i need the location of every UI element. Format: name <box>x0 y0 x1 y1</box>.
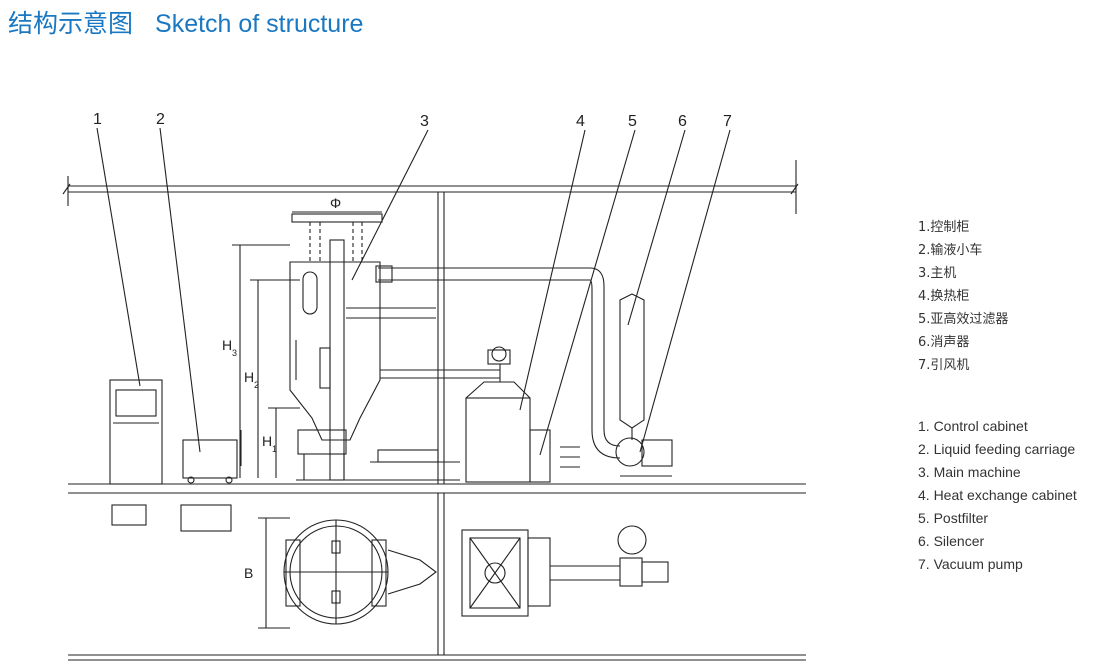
dim-h1-sub: 1 <box>272 444 277 454</box>
callout-1: 1 <box>93 111 102 128</box>
legend-chinese: 1.控制柜 2.输液小车 3.主机 4.换热柜 5.亚高效过滤器 6.消声器 7… <box>918 216 1008 377</box>
legend-en-item: 5. Postfilter <box>918 510 989 526</box>
callout-2: 2 <box>156 111 165 128</box>
legend-english: 1. Control cabinet 2. Liquid feeding car… <box>918 415 1077 576</box>
heat-exchange-cabinet <box>461 346 531 617</box>
dim-h1-label: H <box>262 433 272 449</box>
callout-7: 7 <box>723 113 732 130</box>
dim-h3-label: H <box>222 337 232 353</box>
callout-leaders <box>96 127 731 456</box>
callout-4: 4 <box>576 113 585 130</box>
dim-h2-label: H <box>244 369 254 385</box>
legend-en-item: 4. Heat exchange cabinet <box>918 487 1077 503</box>
callout-3: 3 <box>420 113 429 130</box>
page-title: 结构示意图 Sketch of structure <box>8 4 363 40</box>
legend-cn-item: 7.引风机 <box>918 358 970 373</box>
legend-cn-item: 5.亚高效过滤器 <box>918 312 1009 327</box>
legend-en-item: 2. Liquid feeding carriage <box>918 441 1076 457</box>
vacuum-pump <box>615 437 673 587</box>
dimension-lines <box>232 211 382 629</box>
legend-en-item: 3. Main machine <box>918 464 1021 480</box>
title-cn: 结构示意图 <box>8 9 134 38</box>
ceiling-line <box>62 160 799 214</box>
silencer <box>619 293 645 440</box>
liquid-feeding-carriage <box>180 430 242 532</box>
title-en: Sketch of structure <box>155 10 364 38</box>
dim-h2-sub: 2 <box>254 380 259 390</box>
legend-cn-item: 3.主机 <box>918 266 957 281</box>
dim-b-label: B <box>244 565 253 581</box>
legend-en-item: 7. Vacuum pump <box>918 556 1023 572</box>
dim-h3-sub: 3 <box>232 348 237 358</box>
duct-main-to-postfilter <box>346 265 621 459</box>
legend-cn-item: 6.消声器 <box>918 335 970 350</box>
dim-phi-label: Φ <box>330 195 341 211</box>
legend-cn-item: 1.控制柜 <box>918 220 970 235</box>
partition-wall <box>437 192 445 655</box>
legend-en-item: 1. Control cabinet <box>918 418 1028 434</box>
control-cabinet <box>109 379 163 526</box>
callout-6: 6 <box>678 113 687 130</box>
floor-line <box>68 483 806 661</box>
legend-en-item: 6. Silencer <box>918 533 985 549</box>
callout-5: 5 <box>628 113 637 130</box>
legend-cn-item: 2.输液小车 <box>918 243 983 258</box>
main-machine <box>283 213 460 625</box>
postfilter <box>527 429 620 607</box>
legend-cn-item: 4.换热柜 <box>918 289 970 304</box>
